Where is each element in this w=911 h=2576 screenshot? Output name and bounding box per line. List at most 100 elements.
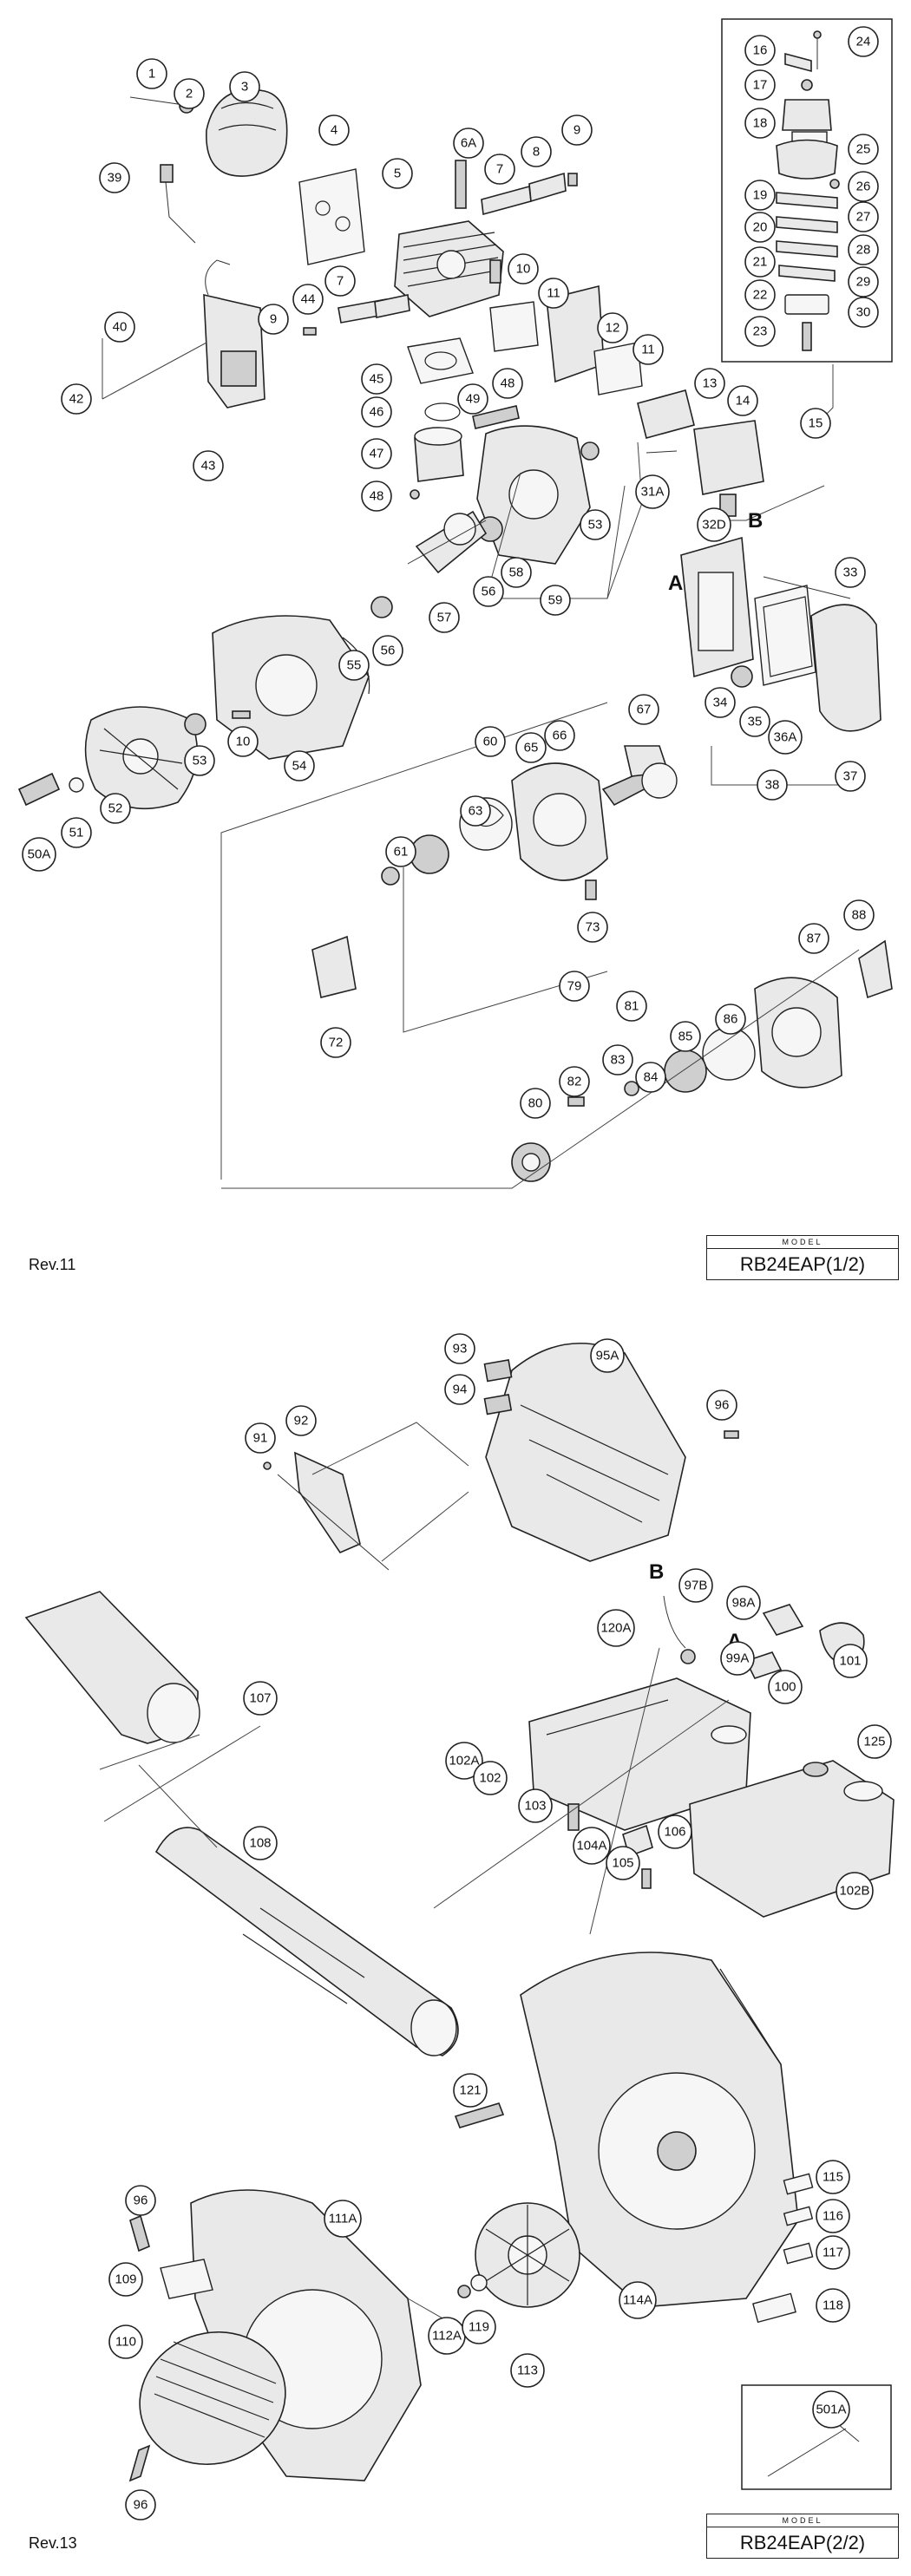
sheet-2-blower <box>24 1342 895 2490</box>
callout-label: 63 <box>469 804 483 819</box>
callout-circle <box>835 761 866 792</box>
callout-circle <box>100 793 131 824</box>
callout-circle <box>501 557 532 588</box>
callout-c102b: 102B <box>836 1872 874 1910</box>
callout-c56a: 56 <box>473 576 504 607</box>
callout-c85: 85 <box>670 1021 701 1052</box>
callout-label: 9 <box>270 312 277 327</box>
callout-circle <box>635 1062 666 1093</box>
model-number-2: RB24EAP(2/2) <box>739 2532 866 2553</box>
callout-circle <box>816 2288 850 2323</box>
callout-label: 501A <box>816 2403 846 2417</box>
callout-label: 16 <box>753 43 768 58</box>
callout-circle <box>590 1338 625 1373</box>
callout-c63: 63 <box>460 795 491 827</box>
callout-c110: 110 <box>108 2324 143 2359</box>
callout-c81: 81 <box>616 991 647 1022</box>
callout-circle <box>318 114 350 146</box>
callout-c72: 72 <box>320 1027 351 1058</box>
callout-c84: 84 <box>635 1062 666 1093</box>
callout-circle <box>848 134 879 165</box>
callout-label: 36A <box>774 730 797 745</box>
callout-label: 12 <box>606 321 620 336</box>
callout-c54: 54 <box>284 750 315 781</box>
callout-label: 46 <box>370 405 384 420</box>
callout-c32d: 32D <box>697 507 731 542</box>
callout-c48a: 48 <box>492 368 523 399</box>
callout-label: 86 <box>724 1012 738 1027</box>
callout-label: 49 <box>466 392 481 407</box>
callout-c9a: 9 <box>561 114 593 146</box>
model-box-1: MODEL RB24EAP(1/2) <box>706 1235 899 1280</box>
callout-label: 102B <box>839 1884 869 1899</box>
callout-circle <box>285 1405 317 1436</box>
callout-circle <box>726 1585 761 1620</box>
callout-circle <box>429 602 460 633</box>
callout-circle <box>382 158 413 189</box>
callout-c37: 37 <box>835 761 866 792</box>
callout-circle <box>292 284 324 315</box>
model-number-1: RB24EAP(1/2) <box>739 1253 866 1275</box>
callout-circle <box>540 585 571 616</box>
callout-label: 14 <box>736 394 750 409</box>
callout-c107: 107 <box>243 1681 278 1716</box>
callout-label: 10 <box>236 735 251 749</box>
callout-label: 108 <box>249 1836 271 1851</box>
callout-circle <box>473 1761 508 1795</box>
callout-c87: 87 <box>798 923 829 954</box>
callout-circle <box>857 1724 892 1759</box>
callout-c112a: 112A <box>428 2317 466 2355</box>
callout-label: 37 <box>843 769 858 784</box>
callout-c46: 46 <box>361 396 392 428</box>
model-box-2: MODEL RB24EAP(2/2) <box>706 2514 899 2559</box>
callout-label: 120A <box>600 1621 631 1636</box>
callout-circle <box>720 1641 755 1676</box>
callout-label: 116 <box>823 2209 843 2224</box>
callout-c19: 19 <box>744 180 776 211</box>
callout-c38: 38 <box>757 769 788 801</box>
sheet-1-engine <box>17 18 893 1189</box>
callout-c47: 47 <box>361 438 392 469</box>
callout-circle <box>744 279 776 311</box>
callout-circle <box>538 278 569 309</box>
callout-circle <box>108 2262 143 2297</box>
callout-c92: 92 <box>285 1405 317 1436</box>
callout-c99a: 99A <box>720 1641 755 1676</box>
callout-c40: 40 <box>104 311 135 343</box>
callout-label: 82 <box>567 1075 582 1089</box>
callout-label: 21 <box>753 255 768 270</box>
callout-circle <box>580 509 611 540</box>
callout-label: 18 <box>753 116 768 131</box>
revision-label-1: Rev.11 <box>29 1256 76 1273</box>
callout-label: 110 <box>115 2335 136 2350</box>
callout-c29: 29 <box>848 266 879 297</box>
callout-c14: 14 <box>727 385 758 416</box>
callout-c12: 12 <box>597 312 628 343</box>
callout-c116: 116 <box>816 2199 850 2233</box>
callout-circle <box>193 450 224 481</box>
callout-label: 25 <box>856 142 871 157</box>
callout-circle <box>136 58 167 89</box>
callout-circle <box>324 2200 362 2238</box>
callout-c109: 109 <box>108 2262 143 2297</box>
callout-circle <box>848 266 879 297</box>
callout-c121: 121 <box>453 2073 488 2108</box>
callout-label: 66 <box>553 729 567 743</box>
callout-label: 47 <box>370 447 384 461</box>
callout-c97b: 97B <box>678 1568 713 1603</box>
callout-c28: 28 <box>848 234 879 265</box>
callout-label: 7 <box>496 162 503 177</box>
callout-c45: 45 <box>361 363 392 395</box>
callout-label: 48 <box>501 376 515 391</box>
callout-c1: 1 <box>136 58 167 89</box>
callout-c501a: 501A <box>812 2390 850 2429</box>
callout-label: 109 <box>115 2272 136 2287</box>
callout-circle <box>800 408 831 439</box>
callout-c22: 22 <box>744 279 776 311</box>
callout-label: 112A <box>432 2329 462 2344</box>
callout-label: 107 <box>249 1691 271 1706</box>
callout-c2: 2 <box>174 78 205 109</box>
callout-label: 53 <box>193 754 207 768</box>
callout-label: 94 <box>453 1383 468 1397</box>
